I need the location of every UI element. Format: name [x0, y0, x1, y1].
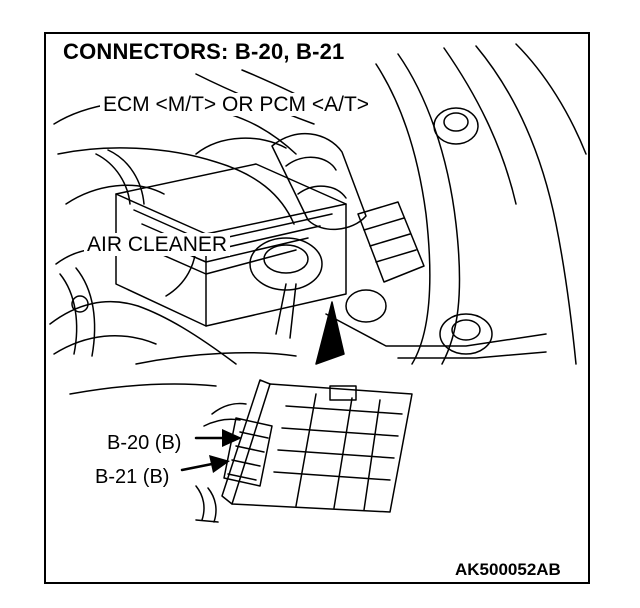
- connector-b21-label: B-21 (B): [92, 466, 173, 488]
- left-hoses: [59, 149, 145, 357]
- figure-code: AK500052AB: [455, 560, 561, 579]
- ecm-pcm-label: ECM <M/T> OR PCM <A/T>: [100, 93, 373, 116]
- wire-harness: [195, 485, 219, 523]
- engine-bay-illustration: [49, 43, 587, 523]
- connector-b20-label: B-20 (B): [104, 432, 185, 454]
- b21-arrowhead: [209, 455, 230, 473]
- diagram-frame: CONNECTORS: B-20, B-21 ECM <M/T> OR PCM …: [44, 32, 590, 584]
- air-cleaner-label: AIR CLEANER: [84, 233, 231, 256]
- ecm-module: [203, 379, 413, 513]
- diagram-title: CONNECTORS: B-20, B-21: [60, 40, 348, 64]
- b21-leader-line: [180, 462, 214, 472]
- b20-arrowhead: [222, 429, 242, 447]
- right-side-components: [345, 107, 493, 355]
- reservoir-cap: [249, 237, 323, 339]
- intake-duct: [271, 132, 367, 231]
- pointer-wedge: [315, 301, 345, 365]
- engine-bay-lines: [49, 43, 587, 395]
